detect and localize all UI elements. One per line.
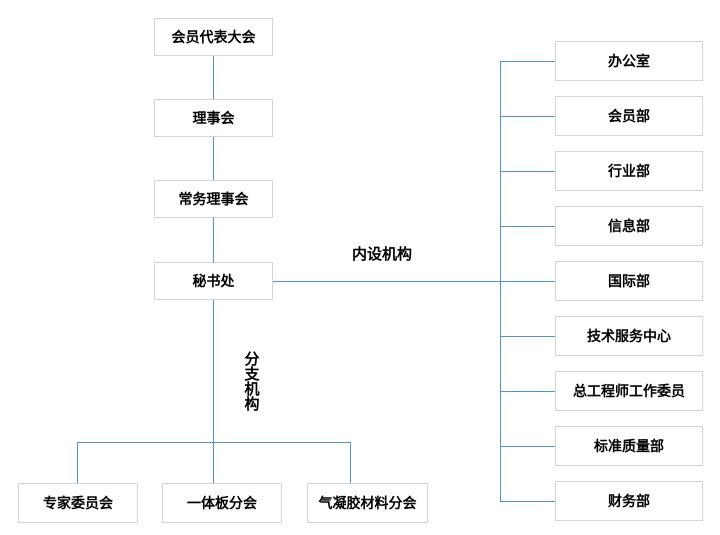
member-congress-node: 会员代表大会 (154, 18, 273, 56)
secretariat-node: 秘书处 (154, 262, 273, 300)
internal-orgs-label: 内设机构 (352, 246, 413, 263)
aerogel-materials-branch-node: 气凝胶材料分会 (307, 483, 428, 523)
connector-standards-quality-dept (500, 446, 555, 447)
office-node: 办公室 (555, 41, 703, 81)
industry-dept-node: 行业部 (555, 151, 703, 191)
council-node: 理事会 (154, 99, 273, 137)
connector-congress-council (213, 56, 214, 99)
connector-finance-dept (500, 501, 555, 502)
branches-distribution-line (77, 442, 351, 443)
connector-industry-dept (500, 171, 555, 172)
connector-information-dept (500, 226, 555, 227)
integrated-panel-branch-node: 一体板分会 (162, 483, 282, 523)
branch-orgs-label: 分支机构 (244, 351, 260, 413)
membership-dept-node: 会员部 (555, 96, 703, 136)
connector-expert-committee (77, 442, 78, 483)
finance-dept-node: 财务部 (555, 481, 703, 521)
connector-standing-secretariat (213, 218, 214, 262)
tech-service-center-node: 技术服务中心 (555, 316, 703, 356)
international-dept-node: 国际部 (555, 261, 703, 301)
connector-membership-dept (500, 116, 555, 117)
expert-committee-node: 专家委员会 (18, 483, 138, 523)
standing-council-node: 常务理事会 (154, 180, 273, 218)
chief-engineer-committee-node: 总工程师工作委员 (555, 371, 703, 411)
standards-quality-dept-node: 标准质量部 (555, 426, 703, 466)
connector-secretariat-branches (213, 300, 214, 483)
connector-tech-service-center (500, 336, 555, 337)
information-dept-node: 信息部 (555, 206, 703, 246)
connector-aerogel-branch (350, 442, 351, 483)
internal-departments-spine-line (500, 61, 501, 502)
connector-office (500, 61, 555, 62)
connector-secretariat-internal (273, 281, 555, 282)
connector-chief-engineer-committee (500, 391, 555, 392)
connector-council-standing (213, 137, 214, 180)
